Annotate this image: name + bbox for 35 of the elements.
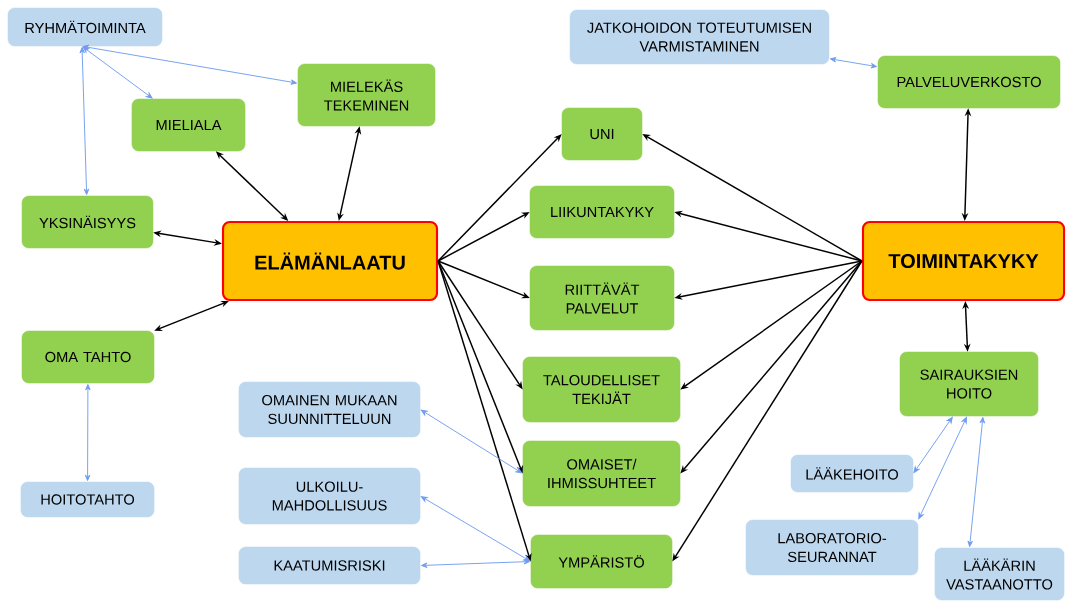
concept-box: OMA TAHTO	[21, 330, 155, 384]
arrow	[967, 417, 986, 547]
concept-box: SAIRAUKSIEN HOITO	[899, 351, 1039, 417]
concept-box: PALVELUVERKOSTO	[877, 55, 1061, 109]
concept-box: RIITTÄVÄT PALVELUT	[529, 265, 675, 331]
arrow	[420, 496, 531, 562]
concept-box: TALOUDELLISET TEKIJÄT	[522, 356, 681, 423]
topic-box: JATKOHOIDON TOTEUTUMISEN VARMISTAMINEN	[569, 9, 830, 65]
arrow	[79, 47, 90, 195]
arrow	[421, 559, 530, 568]
topic-box: KAATUMISRISKI	[238, 546, 421, 585]
concept-box: MIELEKÄS TEKEMINEN	[297, 63, 436, 127]
concept-box: OMAISET/ IHMISSUHTEET	[522, 440, 681, 507]
arrow	[82, 44, 297, 85]
topic-box: OMAINEN MUKAAN SUUNNITTELUUN	[238, 381, 421, 438]
concept-box: LIIKUNTAKYKY	[529, 185, 675, 239]
main-concept-box: TOIMINTAKYKY	[861, 220, 1066, 302]
topic-box: ULKOILU- MAHDOLLISUUS	[238, 467, 421, 525]
arrow	[82, 46, 153, 99]
arrow	[437, 134, 562, 262]
arrow	[84, 384, 91, 482]
topic-box: HOITOTAHTO	[20, 481, 155, 518]
concept-box: UNI	[561, 107, 643, 161]
concept-box: YMPÄRISTÖ	[530, 534, 673, 589]
concept-box: MIELIALA	[131, 98, 246, 152]
concept-box: YKSINÄISYYS	[21, 195, 154, 249]
topic-box: RYHMÄTOIMINTA	[7, 7, 163, 47]
arrow	[829, 57, 877, 69]
main-concept-box: ELÄMÄNLAATU	[221, 220, 439, 302]
topic-box: LÄÄKEHOITO	[790, 454, 914, 493]
arrow	[420, 409, 523, 474]
topic-box: LABORATORIO- SEURANNAT	[745, 519, 919, 576]
arrow	[913, 416, 953, 473]
arrow	[918, 416, 967, 520]
topic-box: LÄÄKÄRIN VASTAANOTTO	[934, 547, 1065, 601]
